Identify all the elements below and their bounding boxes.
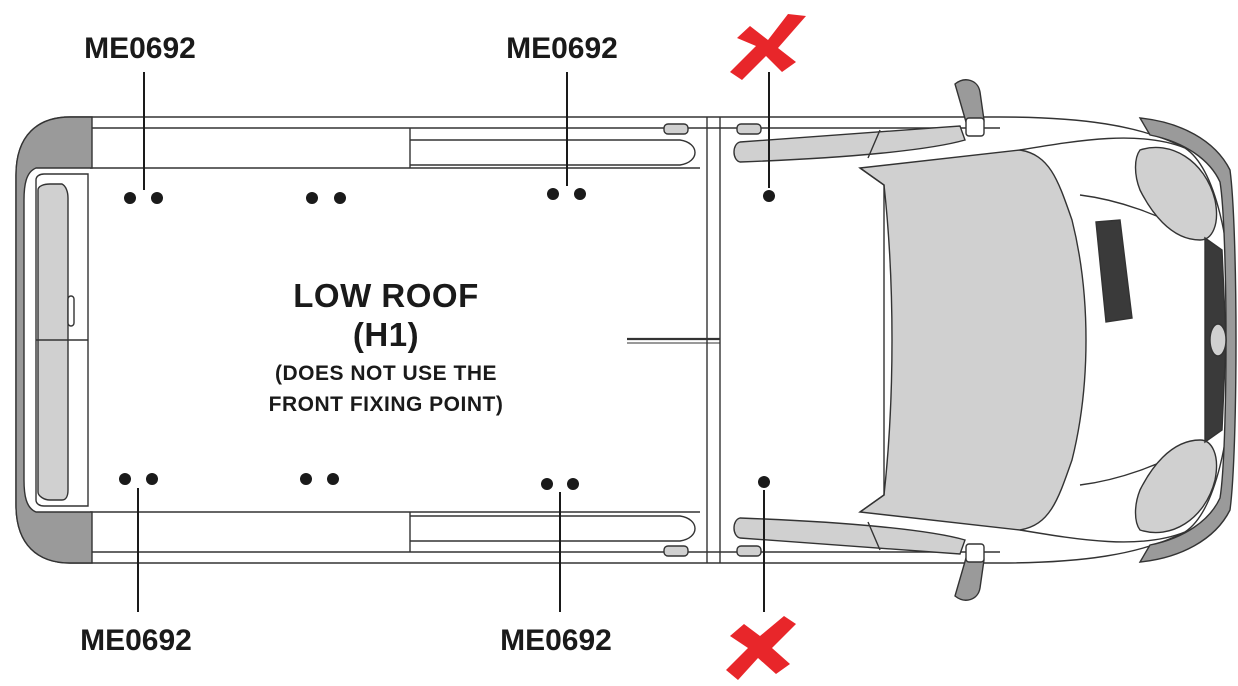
cab-section (663, 79, 1237, 601)
fixing-point (119, 473, 131, 485)
not-used-marker-top (730, 14, 806, 80)
fixing-point (306, 192, 318, 204)
label-bottom-left: ME0692 (80, 624, 192, 657)
fixing-point (763, 190, 775, 202)
front-bumper (1138, 117, 1237, 563)
fixing-point (124, 192, 136, 204)
fixing-point (574, 188, 586, 200)
side-window-bottom (733, 517, 966, 555)
red-cross-icon (730, 14, 806, 80)
label-top-left: ME0692 (84, 32, 196, 65)
rear-bumper (15, 116, 93, 564)
fixing-points (119, 188, 775, 490)
leader-lines (137, 72, 770, 612)
fixing-point (541, 478, 553, 490)
red-cross-icon (726, 616, 796, 680)
roof-title: LOW ROOF (293, 277, 478, 314)
side-window-top (733, 125, 966, 163)
not-used-marker-bottom (726, 616, 796, 680)
fixing-point (146, 473, 158, 485)
rear-window (37, 183, 69, 501)
bonnet-vent (1095, 219, 1133, 323)
badge (1209, 323, 1227, 357)
fixing-point (547, 188, 559, 200)
fixing-point (567, 478, 579, 490)
roof-note-line1: (DOES NOT USE THE (275, 362, 497, 385)
roof-note-line2: FRONT FIXING POINT) (269, 393, 504, 416)
fixing-point (151, 192, 163, 204)
fixing-point (300, 473, 312, 485)
fixing-point (334, 192, 346, 204)
rear-handle (67, 295, 75, 327)
roof-code: (H1) (353, 316, 419, 353)
rear-section (15, 116, 93, 564)
headlight-top (1134, 146, 1218, 241)
label-bottom-middle: ME0692 (500, 624, 612, 657)
fixing-point (758, 476, 770, 488)
label-top-middle: ME0692 (506, 32, 618, 65)
headlight-bottom (1134, 439, 1218, 534)
fixing-point (327, 473, 339, 485)
windscreen (858, 149, 1087, 531)
